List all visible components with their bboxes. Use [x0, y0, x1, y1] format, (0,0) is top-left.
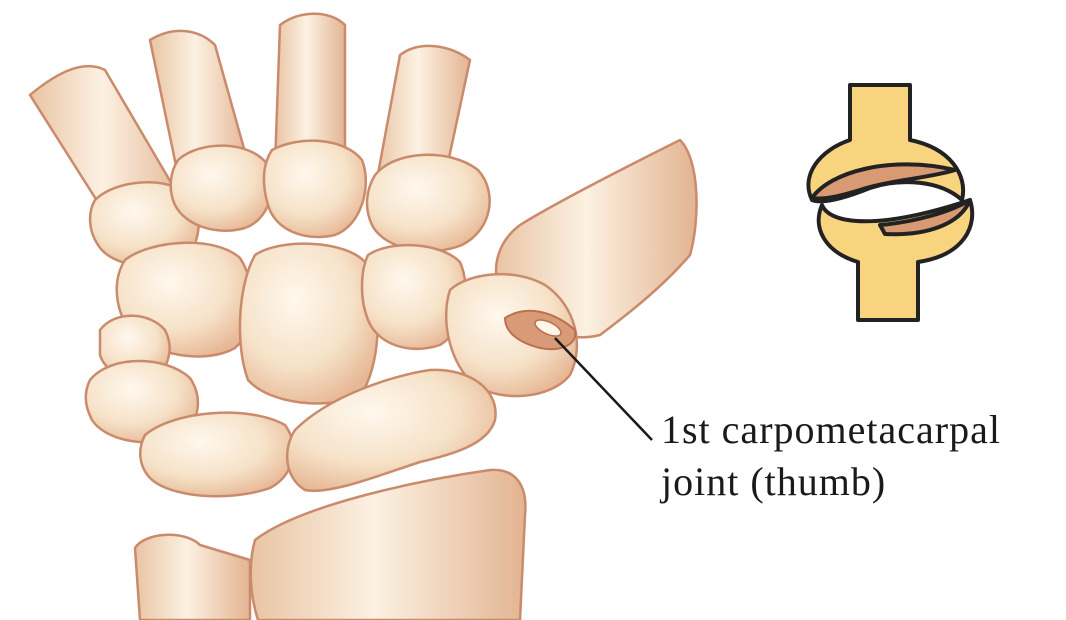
saddle-joint-icon	[808, 85, 972, 320]
capitate-bone	[240, 244, 378, 404]
callout-pointer-line	[555, 338, 652, 440]
metacarpal-4-base	[171, 146, 272, 231]
radius-bone	[251, 470, 526, 620]
cmc-joint-label: 1st carpometacarpal joint (thumb)	[661, 404, 1001, 508]
lunate-bone	[140, 413, 293, 497]
metacarpal-2-base	[367, 155, 490, 251]
cmc-joint-label-line1: 1st carpometacarpal	[661, 404, 1001, 456]
cmc-joint-label-line2: joint (thumb)	[661, 456, 1001, 508]
metacarpal-3-base	[264, 141, 366, 237]
wrist-bones-illustration	[30, 14, 697, 620]
ulna-bone	[135, 535, 250, 620]
